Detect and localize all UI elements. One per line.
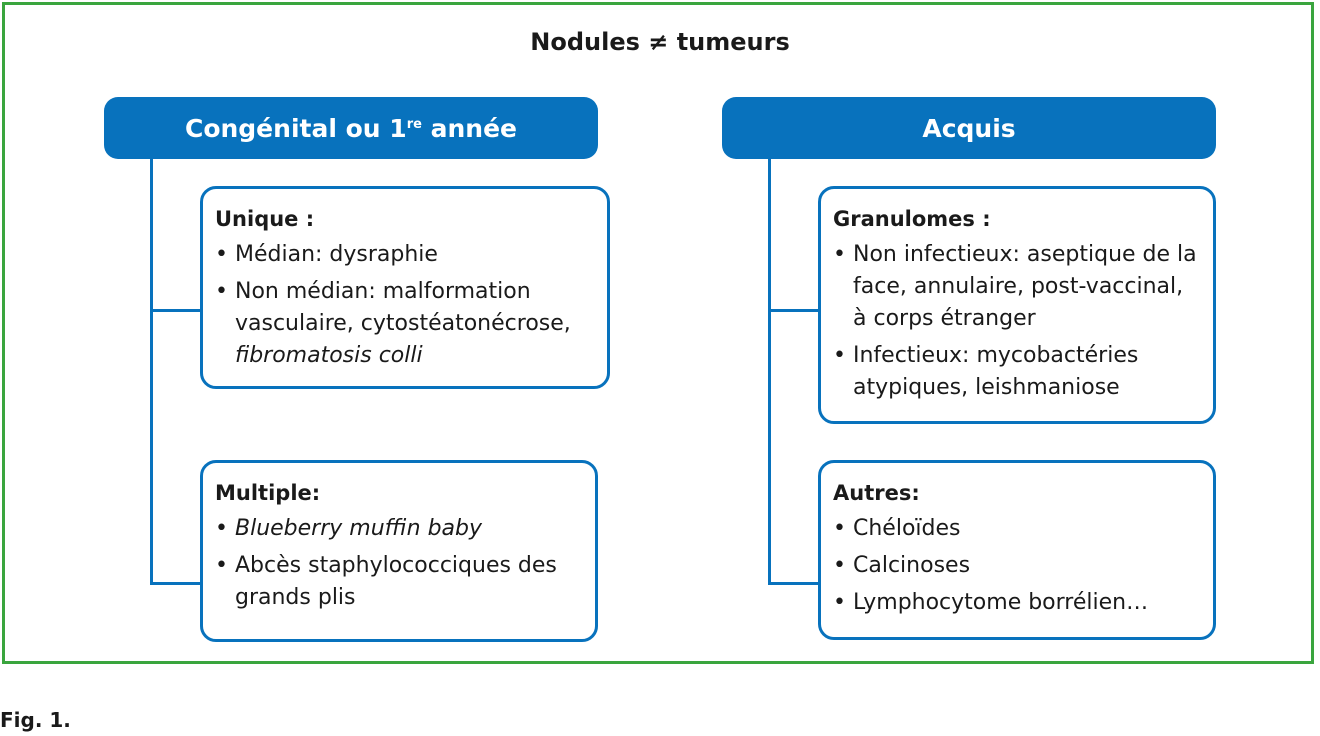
item-text: Abcès staphylococciques des grands plis xyxy=(235,553,557,610)
item-text: Chéloïdes xyxy=(853,516,961,541)
bullet: • xyxy=(215,242,228,267)
bullet: • xyxy=(833,242,846,267)
item-text: Non médian: malformation vasculaire, cyt… xyxy=(235,279,571,336)
header-acquis: Acquis xyxy=(722,97,1216,159)
bullet: • xyxy=(833,590,846,615)
connector-right-vertical xyxy=(768,159,771,585)
item-text-italic: Blueberry muffin baby xyxy=(235,516,483,541)
item-text-italic: fibromatosis colli xyxy=(235,343,423,368)
box-autres-title: Autres: xyxy=(833,481,920,505)
bullet: • xyxy=(215,279,228,304)
box-multiple: Multiple: • Blueberry muffin baby • Abcè… xyxy=(200,460,598,642)
bullet: • xyxy=(833,516,846,541)
connector-left-unique xyxy=(150,309,203,312)
item-text: Médian: dysraphie xyxy=(235,242,438,267)
diagram-title: Nodules ≠ tumeurs xyxy=(530,28,790,56)
figure-frame xyxy=(2,2,1314,664)
bullet: • xyxy=(215,553,228,578)
list-item: • Chéloïdes xyxy=(833,513,1201,545)
box-unique: Unique : • Médian: dysraphie • Non média… xyxy=(200,186,610,389)
item-text: Lymphocytome borrélien… xyxy=(853,590,1149,615)
header-congenital-tail: année xyxy=(421,113,518,143)
box-autres: Autres: • Chéloïdes • Calcinoses • Lymph… xyxy=(818,460,1216,640)
box-granulomes-title: Granulomes : xyxy=(833,207,991,231)
list-item: • Blueberry muffin baby xyxy=(215,513,583,545)
item-text: Non infectieux: aseptique de la face, an… xyxy=(853,242,1197,331)
figure-caption: Fig. 1. xyxy=(0,708,71,732)
box-multiple-title: Multiple: xyxy=(215,481,321,505)
list-item: • Abcès staphylococciques des grands pli… xyxy=(215,550,583,614)
header-acquis-text: Acquis xyxy=(922,113,1016,143)
bullet: • xyxy=(833,343,846,368)
box-unique-title: Unique : xyxy=(215,207,315,231)
box-granulomes: Granulomes : • Non infectieux: aseptique… xyxy=(818,186,1216,424)
item-text: Calcinoses xyxy=(853,553,971,578)
list-item: • Non médian: malformation vasculaire, c… xyxy=(215,276,595,372)
list-item: • Calcinoses xyxy=(833,550,1201,582)
connector-right-autres xyxy=(768,582,821,585)
connector-left-vertical xyxy=(150,159,153,585)
list-item: • Infectieux: mycobactéries atypiques, l… xyxy=(833,340,1201,404)
bullet: • xyxy=(833,553,846,578)
list-item: • Médian: dysraphie xyxy=(215,239,595,271)
list-item: • Non infectieux: aseptique de la face, … xyxy=(833,239,1201,335)
list-item: • Lymphocytome borrélien… xyxy=(833,587,1201,619)
bullet: • xyxy=(215,516,228,541)
item-text: Infectieux: mycobactéries atypiques, lei… xyxy=(853,343,1139,400)
header-congenital-text: Congénital ou 1 xyxy=(184,113,407,143)
connector-left-multiple xyxy=(150,582,203,585)
header-congenital-sup: re xyxy=(406,116,422,132)
connector-right-granulomes xyxy=(768,309,821,312)
